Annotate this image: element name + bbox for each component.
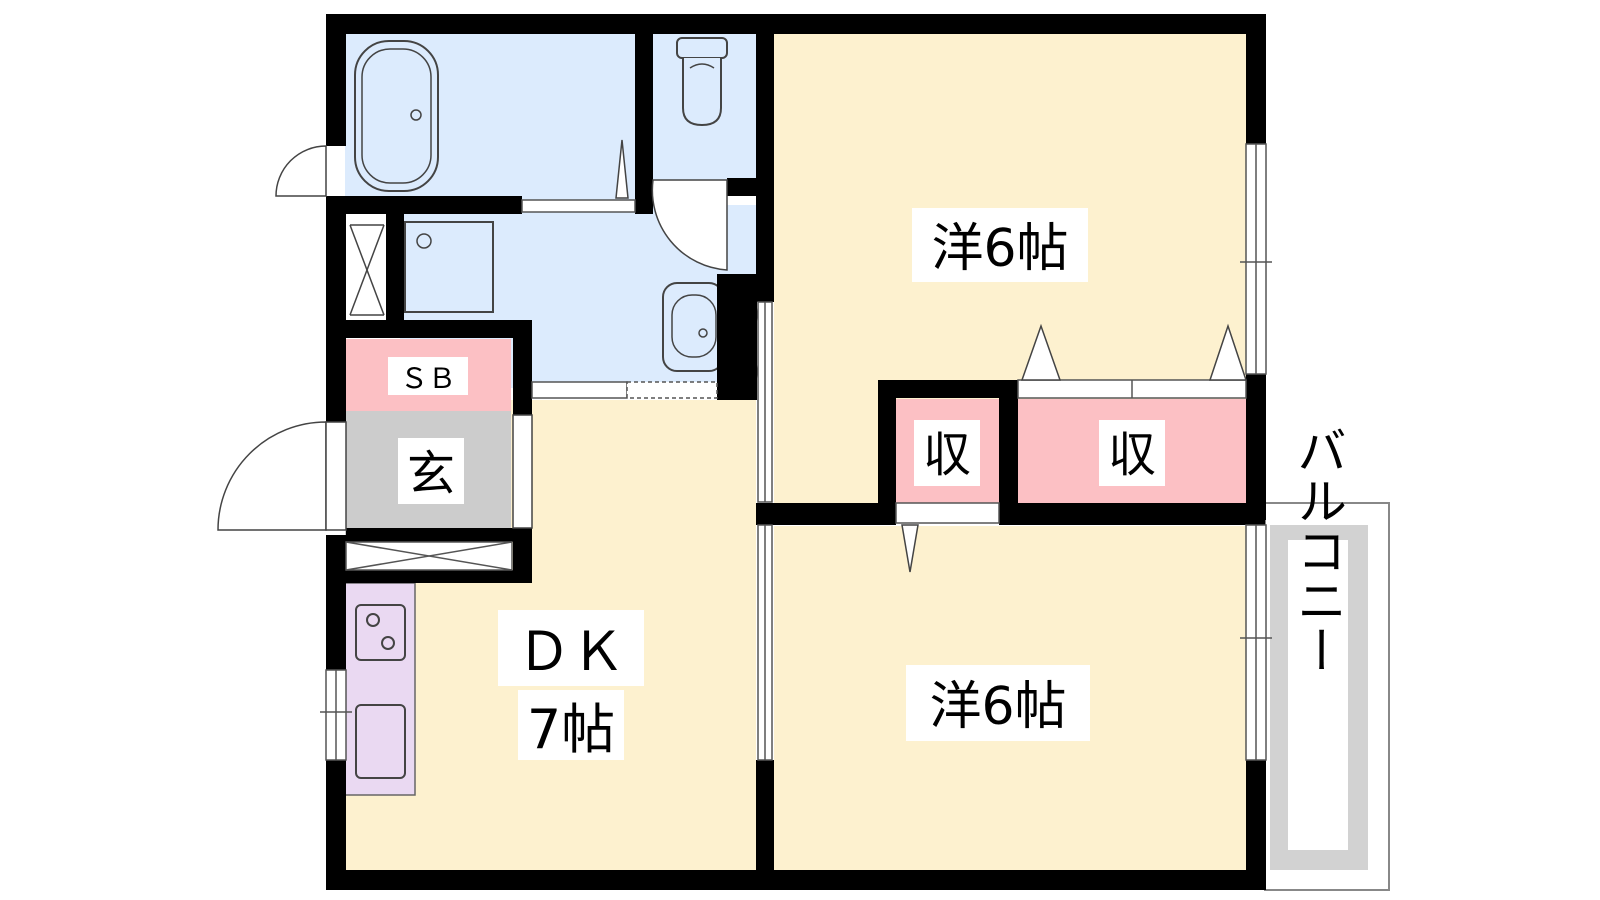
toilet-icon: [676, 37, 728, 127]
label-bg-dk: [498, 610, 644, 686]
label-storage-large: 収: [1108, 427, 1156, 483]
label-shoe-box: ＳＢ: [400, 362, 456, 395]
closet-x-icon: [349, 224, 385, 316]
label-dining-kitchen: ＤＫ: [517, 620, 625, 683]
closet-doors: [345, 541, 513, 571]
label-western-room-upper: 洋6帖: [931, 219, 1068, 279]
label-bg-western-upper: [912, 208, 1088, 282]
windows: [320, 143, 1272, 761]
label-bg-entrance: [398, 438, 464, 504]
sink-icon: [355, 704, 406, 779]
sliding-doors: [521, 199, 1247, 761]
label-bg-storage-large: [1099, 420, 1165, 486]
label-bg-storage-small: [914, 420, 980, 486]
label-balcony: バルコニー: [1289, 425, 1347, 675]
walls: [326, 14, 1266, 890]
washbasin-icon: [662, 282, 724, 372]
door-markers: [615, 139, 1248, 573]
washing-machine-icon: [404, 221, 494, 313]
label-storage-small: 収: [923, 427, 971, 483]
label-entrance: 玄: [407, 446, 455, 502]
balcony-label-bg: [1288, 540, 1348, 850]
label-bg-shoe-box: [388, 357, 468, 395]
label-western-room-lower: 洋6帖: [929, 677, 1066, 737]
swing-doors: [217, 145, 728, 531]
label-bg-western-lower: [906, 665, 1090, 741]
label-bg-dk-2: [518, 690, 624, 760]
label-dining-kitchen-size: 7帖: [527, 698, 615, 761]
stove-icon: [355, 604, 406, 661]
bathtub-icon: [354, 40, 439, 192]
